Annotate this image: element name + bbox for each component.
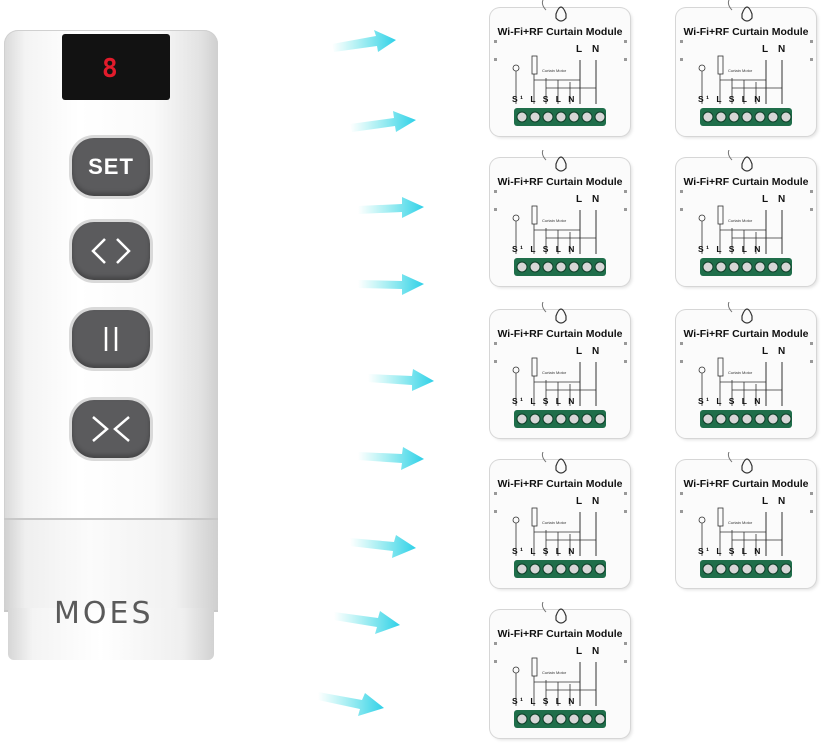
brand-logo: MOES <box>54 596 154 631</box>
signal-arrow-4 <box>358 274 424 295</box>
svg-text:Curtain Motor: Curtain Motor <box>542 670 567 675</box>
curtain-module: Curtain Motor Wi-Fi+RF Curtain Module L … <box>486 150 636 290</box>
module-terminal-labels: S¹ L S L N <box>512 696 577 706</box>
module-terminal-labels: S¹ L S L N <box>512 546 577 556</box>
module-terminal-n-label: N <box>778 194 786 205</box>
svg-text:Curtain Motor: Curtain Motor <box>728 218 753 223</box>
pause-button[interactable] <box>72 310 150 368</box>
module-title: Wi-Fi+RF Curtain Module <box>683 478 809 490</box>
module-circuit: Curtain Motor <box>494 452 627 578</box>
signal-arrow-7 <box>350 535 416 558</box>
module-terminal-n-label: N <box>778 44 786 55</box>
open-button[interactable] <box>72 222 150 280</box>
module-title: Wi-Fi+RF Curtain Module <box>497 628 623 640</box>
remote-display: 8 <box>62 34 170 100</box>
open-icon <box>91 238 131 264</box>
signal-arrow-9 <box>318 692 384 716</box>
set-button[interactable]: SET <box>72 138 150 196</box>
curtain-module: Curtain Motor Wi-Fi+RF Curtain Module L … <box>486 602 636 742</box>
module-terminal-l-label: L <box>576 646 583 657</box>
module-terminal-n-label: N <box>592 44 600 55</box>
module-title: Wi-Fi+RF Curtain Module <box>497 176 623 188</box>
module-title: Wi-Fi+RF Curtain Module <box>683 328 809 340</box>
module-title: Wi-Fi+RF Curtain Module <box>497 478 623 490</box>
close-button[interactable] <box>72 400 150 458</box>
svg-text:Curtain Motor: Curtain Motor <box>542 370 567 375</box>
svg-text:Curtain Motor: Curtain Motor <box>542 68 567 73</box>
close-icon <box>92 416 130 442</box>
module-terminal-labels: S¹ L S L N <box>698 94 763 104</box>
module-terminal-n-label: N <box>778 346 786 357</box>
signal-arrow-2 <box>350 111 416 132</box>
module-title: Wi-Fi+RF Curtain Module <box>497 26 623 38</box>
module-terminal-n-label: N <box>592 346 600 357</box>
signal-arrow-5 <box>368 369 434 391</box>
module-circuit: Curtain Motor <box>680 452 813 578</box>
curtain-module: Curtain Motor Wi-Fi+RF Curtain Module L … <box>672 302 822 442</box>
module-circuit: Curtain Motor <box>494 0 627 126</box>
set-button-label: SET <box>88 154 134 179</box>
module-terminal-n-label: N <box>778 496 786 507</box>
module-terminal-labels: S¹ L S L N <box>698 396 763 406</box>
remote-control: 8 SET MOES <box>4 30 218 660</box>
remote-base <box>8 608 214 660</box>
svg-text:Curtain Motor: Curtain Motor <box>728 370 753 375</box>
module-terminal-labels: S¹ L S L N <box>512 94 577 104</box>
signal-arrow-8 <box>334 611 400 634</box>
module-circuit: Curtain Motor <box>494 602 627 728</box>
display-digit: 8 <box>102 54 118 84</box>
module-terminal-l-label: L <box>576 346 583 357</box>
signal-arrow-6 <box>358 447 424 470</box>
module-circuit: Curtain Motor <box>680 150 813 276</box>
module-title: Wi-Fi+RF Curtain Module <box>683 26 809 38</box>
curtain-module: Curtain Motor Wi-Fi+RF Curtain Module L … <box>672 150 822 290</box>
module-title: Wi-Fi+RF Curtain Module <box>497 328 623 340</box>
module-terminal-l-label: L <box>576 44 583 55</box>
curtain-module: Curtain Motor Wi-Fi+RF Curtain Module L … <box>486 302 636 442</box>
module-terminal-l-label: L <box>762 496 769 507</box>
module-circuit: Curtain Motor <box>680 302 813 428</box>
module-terminal-l-label: L <box>762 44 769 55</box>
signal-arrow-3 <box>358 197 424 218</box>
svg-text:Curtain Motor: Curtain Motor <box>542 218 567 223</box>
module-circuit: Curtain Motor <box>494 150 627 276</box>
svg-text:Curtain Motor: Curtain Motor <box>728 68 753 73</box>
module-terminal-l-label: L <box>576 496 583 507</box>
curtain-module: Curtain Motor Wi-Fi+RF Curtain Module L … <box>672 0 822 140</box>
module-terminal-labels: S¹ L S L N <box>698 244 763 254</box>
signal-arrow-1 <box>332 30 396 52</box>
curtain-module: Curtain Motor Wi-Fi+RF Curtain Module L … <box>672 452 822 592</box>
pause-icon <box>104 327 118 351</box>
module-terminal-labels: S¹ L S L N <box>512 244 577 254</box>
module-circuit: Curtain Motor <box>680 0 813 126</box>
module-circuit: Curtain Motor <box>494 302 627 428</box>
module-terminal-l-label: L <box>576 194 583 205</box>
module-terminal-labels: S¹ L S L N <box>512 396 577 406</box>
module-terminal-l-label: L <box>762 194 769 205</box>
module-terminal-n-label: N <box>592 194 600 205</box>
module-terminal-l-label: L <box>762 346 769 357</box>
module-terminal-labels: S¹ L S L N <box>698 546 763 556</box>
svg-text:Curtain Motor: Curtain Motor <box>728 520 753 525</box>
module-terminal-n-label: N <box>592 496 600 507</box>
module-terminal-n-label: N <box>592 646 600 657</box>
curtain-module: Curtain Motor Wi-Fi+RF Curtain Module L … <box>486 452 636 592</box>
svg-text:Curtain Motor: Curtain Motor <box>542 520 567 525</box>
curtain-module: Curtain Motor Wi-Fi+RF Curtain Module L … <box>486 0 636 140</box>
module-title: Wi-Fi+RF Curtain Module <box>683 176 809 188</box>
